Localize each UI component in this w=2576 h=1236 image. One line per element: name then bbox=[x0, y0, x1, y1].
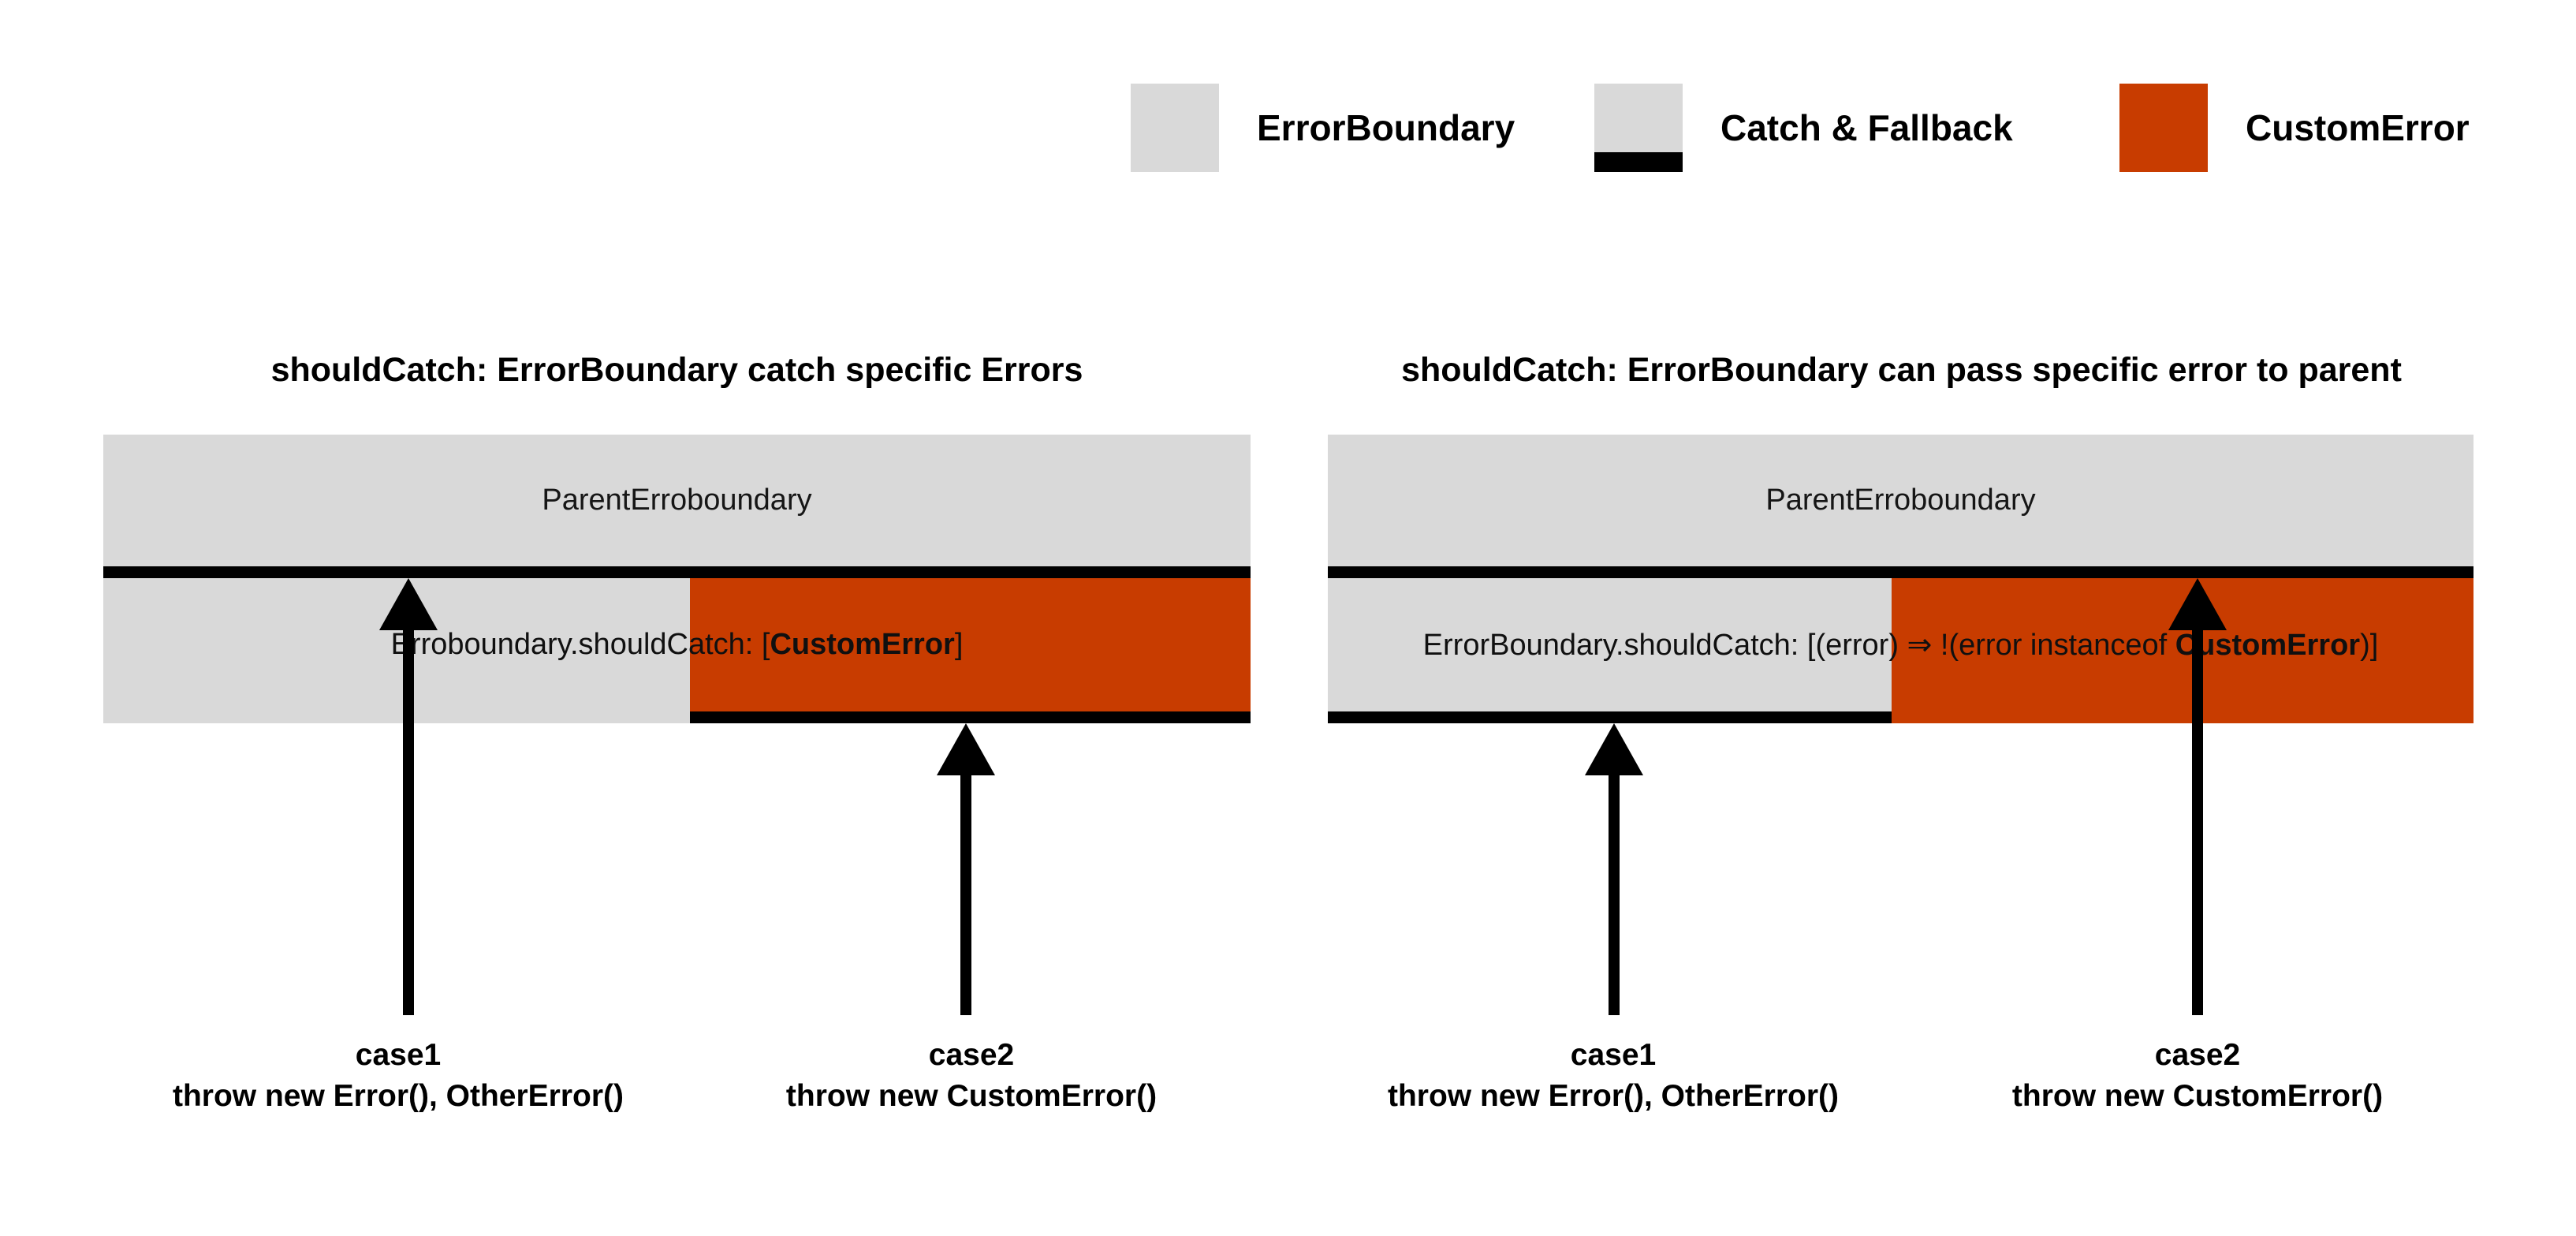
right-diagram: ParentErroboundary ErrorBoundary.shouldC… bbox=[1328, 435, 2473, 723]
left-case2-arrow-head-icon bbox=[937, 723, 995, 775]
right-child-errorboundary-bar: ErrorBoundary.shouldCatch: [(error) ⇒ !(… bbox=[1328, 578, 2473, 723]
left-case2-label: case2 throw new CustomError() bbox=[672, 1035, 1271, 1117]
case-code: throw new Error(), OtherError() bbox=[172, 1079, 624, 1113]
errorboundary-swatch-icon bbox=[1131, 84, 1219, 172]
right-case2-arrow-head-icon bbox=[2168, 578, 2227, 630]
right-child-catch-region bbox=[1328, 578, 1892, 723]
legend-item-customerror: CustomError bbox=[2119, 84, 2470, 172]
left-parent-errorboundary-label: ParentErroboundary bbox=[542, 484, 812, 517]
case-code: throw new CustomError() bbox=[2011, 1079, 2384, 1113]
right-case1-arrow-shaft bbox=[1609, 774, 1620, 1015]
legend-label-catch-fallback: Catch & Fallback bbox=[1720, 107, 2013, 148]
legend-label-customerror: CustomError bbox=[2246, 107, 2470, 148]
left-diagram-title: shouldCatch: ErrorBoundary catch specifi… bbox=[270, 351, 1083, 389]
right-case2-arrow-shaft bbox=[2192, 629, 2203, 1015]
left-case2-arrow-shaft bbox=[960, 774, 971, 1015]
right-diagram-title: shouldCatch: ErrorBoundary can pass spec… bbox=[1401, 351, 2402, 389]
case-code: throw new CustomError() bbox=[785, 1079, 1158, 1113]
left-case1-arrow-head-icon bbox=[379, 578, 438, 630]
legend-label-errorboundary: ErrorBoundary bbox=[1257, 107, 1515, 148]
left-diagram: ParentErroboundary Erroboundary.shouldCa… bbox=[103, 435, 1251, 723]
legend-item-catch-fallback: Catch & Fallback bbox=[1594, 84, 2013, 172]
right-child-shouldcatch-label: ErrorBoundary.shouldCatch: [(error) ⇒ !(… bbox=[1422, 629, 2379, 662]
left-parent-errorboundary-bar: ParentErroboundary bbox=[103, 435, 1251, 578]
case-name: case1 bbox=[355, 1038, 442, 1072]
right-parent-errorboundary-bar: ParentErroboundary bbox=[1328, 435, 2473, 578]
left-child-catch-customerror-region bbox=[690, 578, 1251, 723]
left-case1-label: case1 throw new Error(), OtherError() bbox=[99, 1035, 698, 1117]
left-case1-arrow-shaft bbox=[403, 629, 414, 1015]
customerror-swatch-icon bbox=[2119, 84, 2208, 172]
catch-fallback-swatch-icon bbox=[1594, 84, 1683, 172]
legend-item-errorboundary: ErrorBoundary bbox=[1131, 84, 1515, 172]
case-name: case1 bbox=[1570, 1038, 1657, 1072]
case-code: throw new Error(), OtherError() bbox=[1387, 1079, 1840, 1113]
right-case2-label: case2 throw new CustomError() bbox=[1898, 1035, 2497, 1117]
left-child-shouldcatch-label: Erroboundary.shouldCatch: [CustomError] bbox=[390, 628, 964, 661]
left-child-errorboundary-bar: Erroboundary.shouldCatch: [CustomError] bbox=[103, 578, 1251, 723]
right-case1-arrow-head-icon bbox=[1585, 723, 1643, 775]
case-name: case2 bbox=[928, 1038, 1015, 1072]
right-case1-label: case1 throw new Error(), OtherError() bbox=[1314, 1035, 1913, 1117]
case-name: case2 bbox=[2154, 1038, 2241, 1072]
right-parent-errorboundary-label: ParentErroboundary bbox=[1765, 484, 2036, 517]
